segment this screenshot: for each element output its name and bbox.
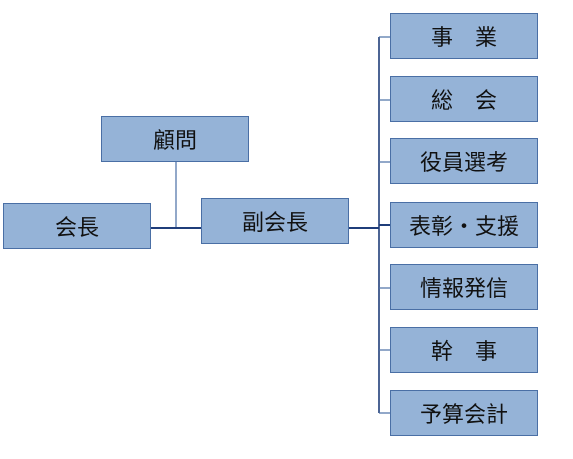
committee-label: 総 会 [430, 89, 497, 114]
committee-label: 役員選考 [419, 151, 508, 176]
committee-label: 情報発信 [419, 277, 508, 302]
committee-box-general-meeting: 総 会 [390, 76, 538, 122]
committee-box-budget-accounting: 予算会計 [390, 390, 538, 436]
committee-label: 予算会計 [419, 403, 508, 428]
committee-box-information: 情報発信 [390, 264, 538, 310]
advisor-label: 顧問 [152, 129, 197, 154]
committee-box-secretary: 幹 事 [390, 327, 538, 373]
advisor-box: 顧問 [101, 116, 249, 162]
committee-label: 表彰・支援 [408, 215, 519, 240]
committee-box-officer-selection: 役員選考 [390, 138, 538, 184]
committee-label: 幹 事 [430, 340, 497, 365]
chairman-box: 会長 [3, 203, 151, 249]
chairman-label: 会長 [54, 216, 99, 241]
committee-box-awards-support: 表彰・支援 [390, 202, 538, 248]
committee-box-events: 事 業 [390, 13, 538, 59]
vice-chairman-box: 副会長 [201, 198, 349, 244]
vice-chairman-label: 副会長 [241, 211, 308, 236]
committee-label: 事 業 [430, 26, 497, 51]
